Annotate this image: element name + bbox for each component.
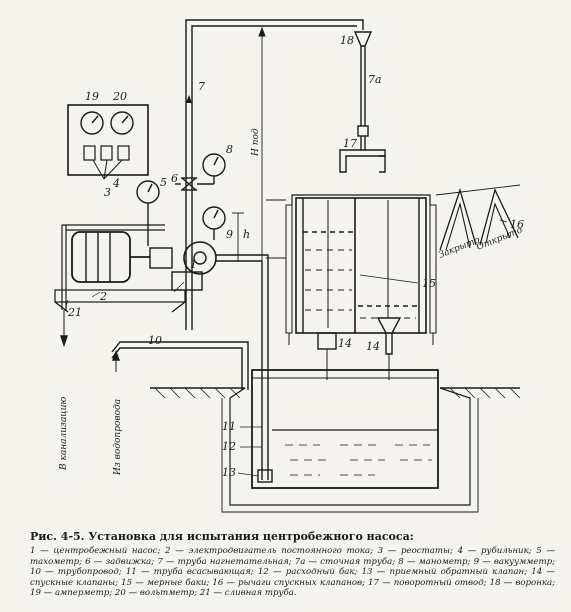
- control-panel: [67, 104, 149, 180]
- label-7a: 7а: [368, 73, 382, 86]
- label-6: 6: [171, 172, 178, 185]
- label-9: 9: [226, 228, 233, 241]
- label-19: 19: [85, 90, 99, 103]
- label-14a: 14: [338, 337, 352, 350]
- label-2: 2: [99, 290, 107, 303]
- leader-lines: [65, 219, 508, 477]
- label-18: 18: [340, 34, 354, 47]
- supply-tank: [150, 369, 521, 513]
- label-to-sewer: В канализацию: [59, 397, 69, 471]
- discharge-pipe: [175, 19, 364, 330]
- label-5: 5: [160, 176, 167, 189]
- caption-title: Рис. 4-5. Установка для испытания центро…: [30, 530, 414, 543]
- caption-legend: 1 — центробежный насос; 2 — электродвига…: [30, 546, 555, 599]
- label-3: 3: [104, 186, 111, 199]
- label-4: 4: [112, 177, 120, 190]
- label-1: 1: [190, 258, 197, 271]
- label-7: 7: [198, 80, 205, 93]
- water-supply-pipe: [111, 341, 249, 390]
- label-17: 17: [343, 137, 357, 150]
- label-h: h: [243, 228, 250, 241]
- label-12: 12: [222, 440, 236, 453]
- motor-and-pump: [54, 153, 244, 313]
- label-21: 21: [67, 306, 82, 319]
- label-11: 11: [222, 420, 236, 433]
- label-16: 16: [510, 218, 524, 231]
- label-from-water: Из водопровода: [113, 399, 123, 476]
- label-open: Открыто: [475, 225, 524, 253]
- label-8: 8: [226, 143, 233, 156]
- figure-caption: Рис. 4-5. Установка для испытания центро…: [30, 530, 555, 599]
- label-14b: 14: [366, 340, 380, 353]
- drain-pipe: [60, 224, 165, 348]
- label-15: 15: [422, 277, 436, 290]
- measuring-tanks: [285, 194, 437, 380]
- pump-body: [183, 241, 217, 275]
- voltmeter-dial: [110, 111, 134, 135]
- suction-pipe: [216, 254, 273, 483]
- label-h-pod: H под: [251, 128, 261, 157]
- label-13: 13: [222, 466, 236, 479]
- label-20: 20: [112, 90, 127, 103]
- funnel-and-drain-pipe: [339, 31, 386, 173]
- head-dimension: [258, 26, 286, 370]
- ammeter-dial: [80, 111, 104, 135]
- valve-levers: [435, 184, 521, 251]
- label-10: 10: [148, 334, 162, 347]
